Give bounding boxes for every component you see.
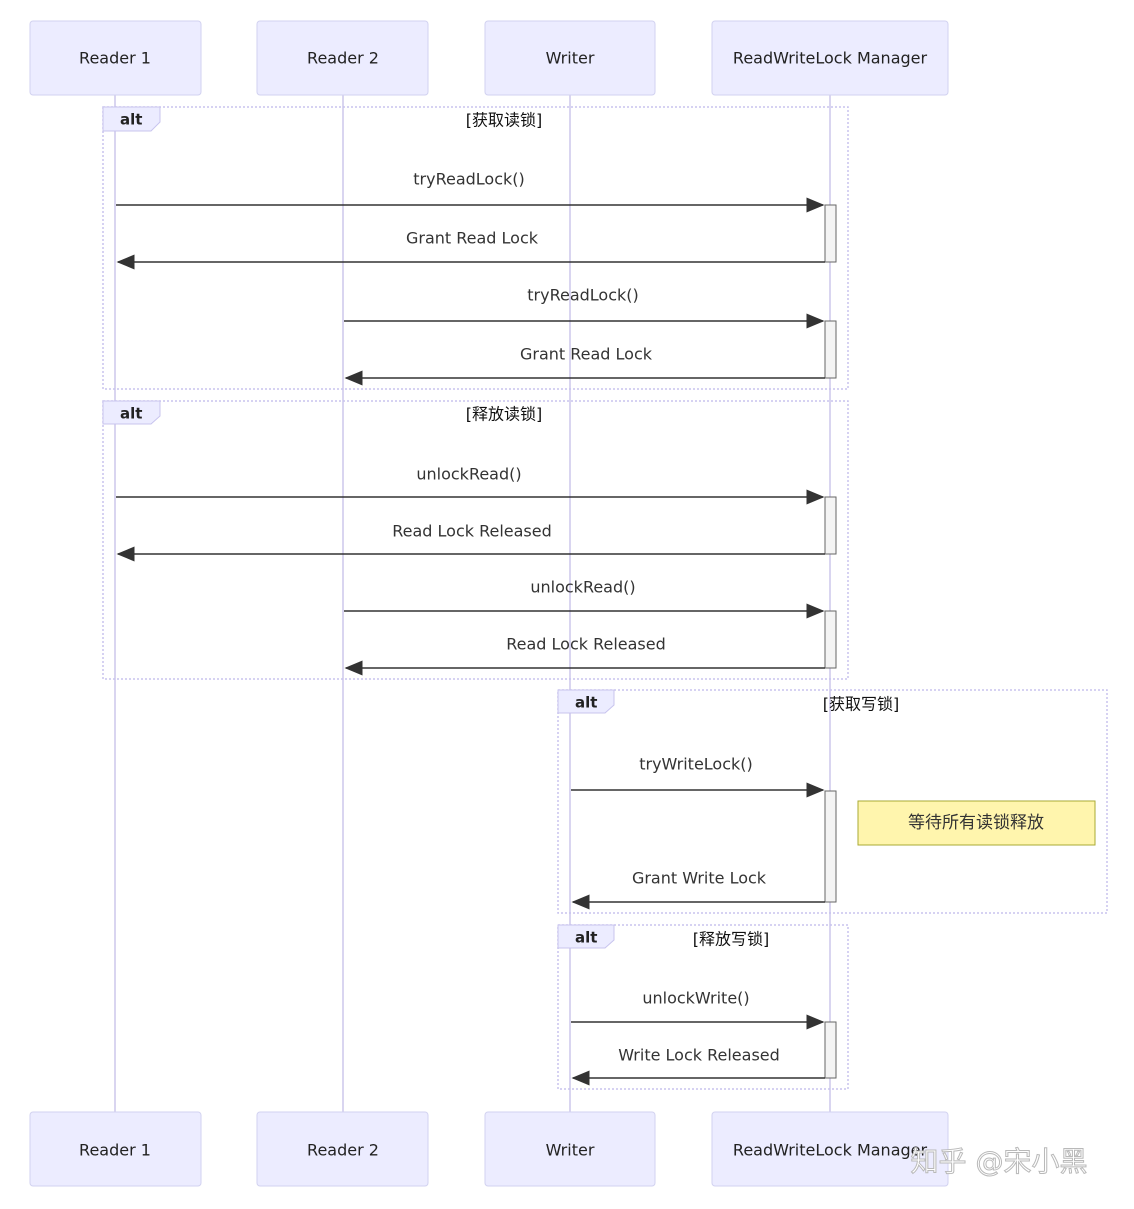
frame-condition: [释放写锁] — [693, 930, 770, 949]
frame-border — [557, 689, 1108, 914]
frame-tab-label: alt — [575, 929, 597, 947]
frame-border — [102, 400, 849, 680]
actor-reader-2-bottom: Reader 2 — [256, 1111, 429, 1187]
frame-tab-label: alt — [120, 111, 142, 129]
alt-frame-acquire-write: alt [获取写锁] tryWriteLock() 等待所有读锁释放 Grant… — [557, 689, 1108, 914]
actor-label: Writer — [546, 49, 595, 68]
activation-bar — [824, 496, 837, 555]
message-label: Grant Read Lock — [520, 345, 653, 364]
note-text: 等待所有读锁释放 — [908, 813, 1044, 833]
message-label: Grant Read Lock — [406, 229, 539, 248]
frame-condition: [获取写锁] — [823, 695, 900, 714]
message-label: unlockRead() — [416, 465, 521, 484]
actor-label: Reader 1 — [79, 1141, 151, 1160]
message-label: tryReadLock() — [527, 286, 639, 305]
message-label: tryReadLock() — [413, 170, 525, 189]
frame-border — [102, 106, 849, 390]
message-label: Read Lock Released — [506, 635, 666, 654]
actor-reader-2-top: Reader 2 — [256, 20, 429, 96]
actor-label: Reader 2 — [307, 1141, 379, 1160]
actor-manager-bottom: ReadWriteLock Manager — [711, 1111, 949, 1187]
activation-bar — [824, 790, 837, 903]
actor-label: ReadWriteLock Manager — [733, 1141, 928, 1160]
activation-bar — [824, 610, 837, 669]
message-label: unlockRead() — [530, 578, 635, 597]
frame-tab — [102, 400, 161, 425]
alt-frame-release-read: alt [释放读锁] unlockRead() Read Lock Releas… — [102, 400, 849, 680]
actor-label: Reader 2 — [307, 49, 379, 68]
actor-manager-top: ReadWriteLock Manager — [711, 20, 949, 96]
message-label: Write Lock Released — [618, 1046, 780, 1065]
actor-writer-top: Writer — [484, 20, 656, 96]
actor-writer-bottom: Writer — [484, 1111, 656, 1187]
message-label: tryWriteLock() — [639, 755, 753, 774]
actor-reader-1-bottom: Reader 1 — [29, 1111, 202, 1187]
message-label: Grant Write Lock — [632, 869, 767, 888]
actor-label: ReadWriteLock Manager — [733, 49, 928, 68]
alt-frame-release-write: alt [释放写锁] unlockWrite() Write Lock Rele… — [557, 924, 849, 1090]
alt-frame-acquire-read: alt [获取读锁] tryReadLock() Grant Read Lock… — [102, 106, 849, 390]
actor-reader-1-top: Reader 1 — [29, 20, 202, 96]
message-label: unlockWrite() — [642, 989, 749, 1008]
frame-tab — [557, 689, 615, 714]
frame-border — [557, 924, 849, 1090]
frame-tab-label: alt — [575, 694, 597, 712]
frame-tab — [557, 924, 615, 949]
activation-bar — [824, 204, 837, 263]
frame-tab — [102, 106, 161, 132]
note-wait-for-readers: 等待所有读锁释放 — [857, 800, 1096, 846]
frame-condition: [获取读锁] — [466, 111, 543, 130]
actor-label: Writer — [546, 1141, 595, 1160]
frame-condition: [释放读锁] — [466, 405, 543, 424]
watermark: 知乎 @宋小黑 — [911, 1145, 1088, 1178]
activation-bar — [824, 320, 837, 379]
actor-label: Reader 1 — [79, 49, 151, 68]
frame-tab-label: alt — [120, 405, 142, 423]
message-label: Read Lock Released — [392, 522, 552, 541]
activation-bar — [824, 1021, 837, 1079]
